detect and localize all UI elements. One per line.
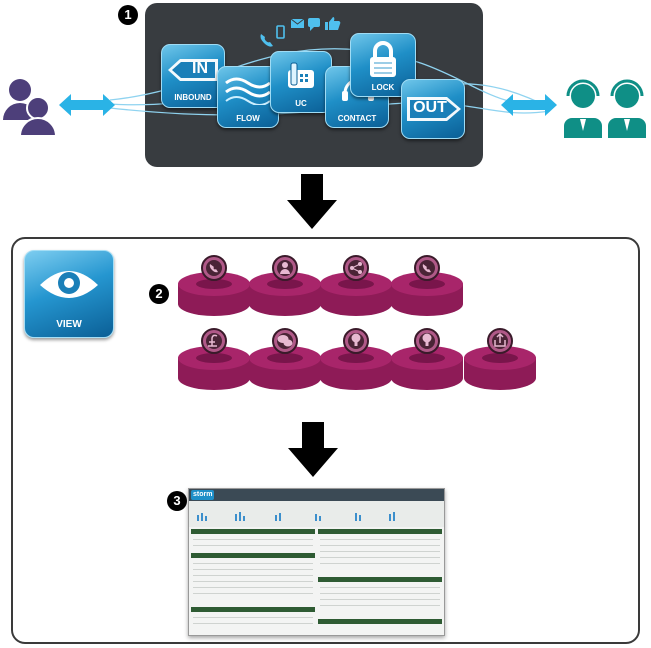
outbound-tile: OUT [401, 79, 465, 139]
wave-icon [225, 77, 271, 105]
down-arrow-2 [288, 422, 338, 477]
phone-icon [260, 34, 273, 47]
thumbs-up-icon [325, 17, 341, 30]
database-row-1 [178, 255, 463, 316]
database-row-2 [178, 328, 536, 390]
dashboard-logo: storm [191, 490, 215, 500]
database-3 [320, 255, 392, 316]
person-icon [280, 262, 290, 274]
inbound-big-label: IN [192, 60, 208, 77]
bulb-icon [351, 333, 361, 346]
uc-label: UC [295, 99, 307, 108]
database-1 [178, 255, 250, 316]
view-label: VIEW [56, 319, 82, 330]
dashboard-screenshot: storm [188, 488, 445, 636]
chat-icon [308, 18, 320, 31]
mobile-icon [276, 25, 285, 39]
inbound-label: INBOUND [174, 93, 212, 102]
outbound-arrow-icon [407, 97, 461, 121]
bulb-icon [422, 333, 432, 346]
two-way-arrow-left [59, 94, 115, 116]
contact-label: CONTACT [337, 114, 377, 123]
phone-icon [422, 264, 431, 273]
flow-tile: FLOW [217, 66, 279, 128]
step-1-badge: 1 [118, 5, 138, 25]
database-5 [178, 328, 250, 390]
phone-icon [209, 264, 218, 273]
database-4 [391, 255, 463, 316]
view-tile: VIEW [24, 250, 114, 338]
export-icon [494, 332, 506, 347]
uc-tile: UC [270, 51, 332, 113]
agents-icon [564, 79, 646, 138]
customers-icon [3, 79, 58, 137]
inbound-arrow-icon [168, 59, 218, 81]
email-icon [290, 18, 305, 28]
chat-icon [277, 335, 293, 347]
lock-label: LOCK [371, 83, 395, 92]
outbound-big-label: OUT [413, 99, 447, 116]
step-2-badge: 2 [149, 284, 169, 304]
channel-icons [260, 17, 341, 47]
down-arrow-1 [287, 174, 337, 229]
desk-phone-icon [288, 62, 314, 88]
padlock-icon [370, 41, 396, 77]
dashboard-toolbar [189, 489, 444, 501]
two-way-arrow-right [501, 94, 557, 116]
step-3-badge: 3 [167, 491, 187, 511]
flow-label: FLOW [236, 114, 260, 123]
eye-icon [40, 271, 98, 298]
share-icon [350, 262, 362, 274]
inbound-tile: IN INBOUND [161, 44, 225, 108]
pound-icon [208, 334, 218, 347]
